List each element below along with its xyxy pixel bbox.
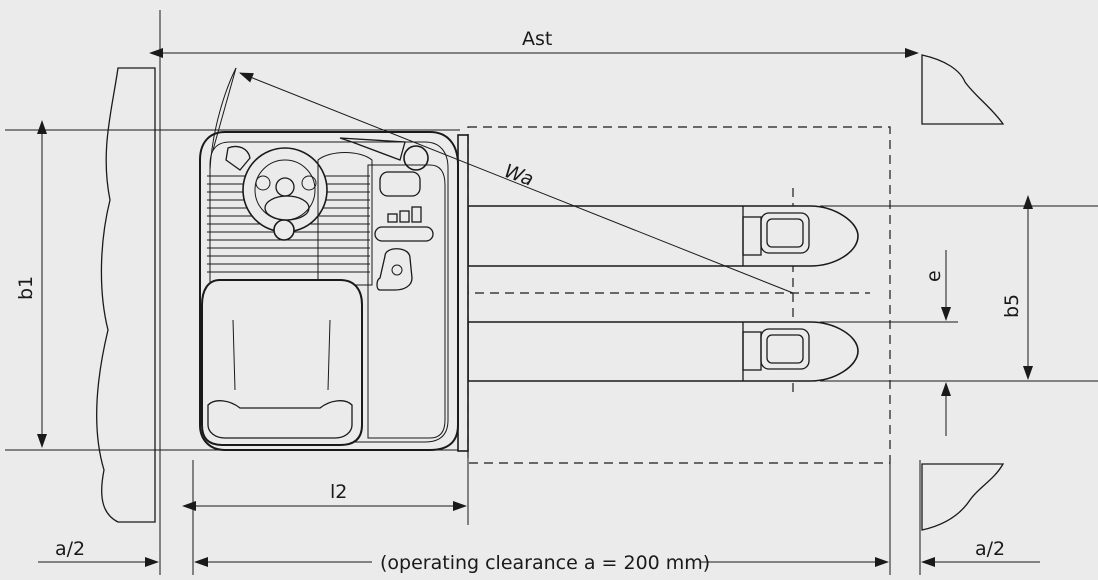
- l2-dimension: l2: [182, 481, 467, 511]
- operator-platform: [201, 279, 363, 446]
- a-half-right-label: a/2: [975, 538, 1005, 560]
- truck-body: [199, 131, 469, 452]
- wa-label: Wa: [501, 160, 536, 191]
- steering-wheel-icon: [242, 147, 328, 241]
- l2-label: l2: [330, 481, 347, 503]
- left-wall: [96, 67, 156, 523]
- clearance-dimension: a/2 (operating clearance a = 200 mm) a/2: [38, 538, 1040, 574]
- a-half-left-label: a/2: [55, 538, 85, 560]
- b5-label: b5: [1001, 294, 1023, 318]
- b5-dimension: b5: [1001, 195, 1033, 380]
- e-label: e: [923, 270, 945, 282]
- right-lower-obstacle: [921, 463, 1005, 531]
- operating-clearance-label: (operating clearance a = 200 mm): [380, 552, 710, 574]
- upper-fork: [467, 205, 859, 267]
- load-outline: [467, 126, 891, 464]
- control-panel: [367, 164, 446, 439]
- e-dimension: e: [923, 250, 951, 436]
- warning-triangle-icon: [339, 137, 406, 161]
- b1-dimension: b1: [15, 120, 47, 448]
- b1-label: b1: [15, 276, 37, 300]
- right-upper-obstacle: [921, 54, 1005, 125]
- ast-label: Ast: [522, 28, 552, 50]
- ast-dimension: Ast: [149, 28, 919, 58]
- lower-fork: [467, 321, 859, 382]
